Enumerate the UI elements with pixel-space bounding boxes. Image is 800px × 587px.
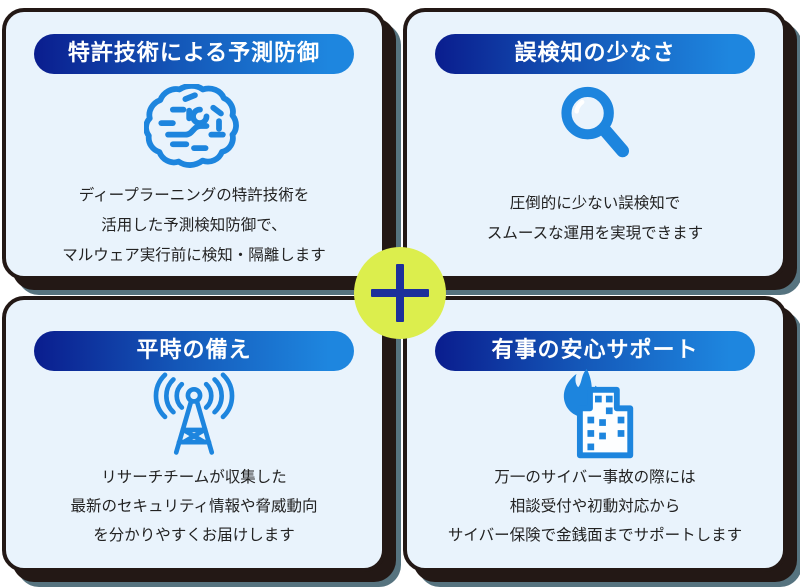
card-title: 有事の安心サポート bbox=[491, 338, 699, 363]
description-line: 最新のセキュリティ情報や脅威動向 bbox=[70, 497, 318, 515]
card-title-pill: 平時の備え bbox=[34, 331, 354, 371]
card-title-pill: 有事の安心サポート bbox=[435, 331, 755, 371]
description-line: 圧倒的に少ない誤検知で bbox=[509, 194, 681, 212]
card-description: 圧倒的に少ない誤検知で スムースな運用を実現できます bbox=[487, 188, 703, 248]
description-line: 相談受付や初動対応から bbox=[509, 497, 681, 515]
description-line: スムースな運用を実現できます bbox=[486, 224, 704, 242]
description-line: 活用した予測検知防御で、 bbox=[101, 216, 287, 234]
card-title-pill: 特許技術による予測防御 bbox=[34, 34, 354, 74]
card-description: リサーチチームが収集した 最新のセキュリティ情報や脅威動向 を分かりやすくお届け… bbox=[70, 463, 317, 550]
description-line: を分かりやすくお届けします bbox=[93, 526, 295, 544]
card-everyday-preparedness: 平時の備え bbox=[2, 296, 386, 572]
card-predictive-defense: 特許技術による予測防御 bbox=[2, 8, 386, 280]
fire-building-icon bbox=[551, 368, 639, 459]
plus-icon bbox=[396, 264, 404, 322]
description-line: リサーチチームが収集した bbox=[101, 468, 287, 486]
card-title: 平時の備え bbox=[136, 338, 252, 363]
description-line: サイバー保険で金銭面までサポートします bbox=[447, 526, 743, 544]
magnifier-icon bbox=[549, 76, 641, 176]
description-line: ディープラーニングの特許技術を bbox=[78, 186, 310, 204]
card-description: 万一のサイバー事故の際には 相談受付や初動対応から サイバー保険で金銭面までサポ… bbox=[448, 463, 742, 550]
brain-icon bbox=[144, 76, 244, 176]
card-emergency-support: 有事の安心サポート 万一のサ bbox=[403, 296, 787, 572]
card-title: 特許技術による予測防御 bbox=[67, 41, 321, 66]
card-title: 誤検知の少なさ bbox=[514, 41, 676, 66]
card-few-false-positives: 誤検知の少なさ 圧倒的に少ない誤検知で スムースな運用を実現できます bbox=[403, 8, 787, 280]
plus-badge bbox=[354, 247, 446, 339]
antenna-icon bbox=[142, 371, 246, 459]
card-description: ディープラーニングの特許技術を 活用した予測検知防御で、 マルウェア実行前に検知… bbox=[62, 180, 326, 270]
card-title-pill: 誤検知の少なさ bbox=[435, 34, 755, 74]
description-line: 万一のサイバー事故の際には bbox=[494, 468, 696, 486]
description-line: マルウェア実行前に検知・隔離します bbox=[62, 246, 326, 264]
